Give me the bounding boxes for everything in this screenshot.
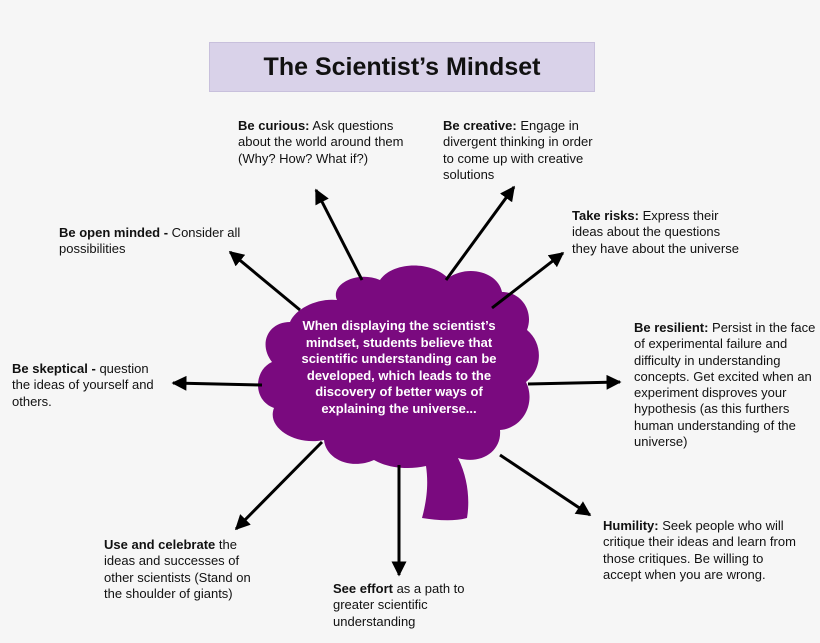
note-open-minded-body: Consider all possibilities [59,225,241,257]
note-humility-body: Seek people who will critique their idea… [603,518,796,582]
note-risks-heading: Take risks: [572,208,639,223]
arrow-risks [491,251,565,310]
page-title: The Scientist’s Mindset [263,52,541,81]
arrow-resilient [527,374,622,390]
arrow-skeptical [171,375,263,391]
note-skeptical-heading: Be skeptical - [12,361,96,376]
note-open-minded-heading: Be open minded - [59,225,169,240]
note-humility-heading: Humility: [603,518,659,533]
note-curious: Be curious: Ask questions about the worl… [238,118,408,167]
note-curious-body: Ask questions about the world around the… [238,118,404,166]
note-celebrate-body: the ideas and successes of other scienti… [104,537,251,601]
note-creative-body: Engage in divergent thinking in order to… [443,118,593,182]
note-celebrate: Use and celebrate the ideas and successe… [104,537,254,602]
note-skeptical-body: question the ideas of yourself and other… [12,361,154,409]
arrow-open-minded [228,250,301,312]
note-risks: Take risks: Express their ideas about th… [572,208,742,257]
note-resilient: Be resilient: Persist in the face of exp… [634,320,816,450]
note-risks-body: Express their ideas about the questions … [572,208,739,256]
note-effort-heading: See effort [333,581,393,596]
arrow-creative [444,185,516,281]
note-curious-heading: Be curious: [238,118,310,133]
arrow-curious [314,188,364,281]
brain-shape [258,265,539,521]
arrows [171,185,622,577]
note-effort-body: as a path to greater scientific understa… [333,581,465,629]
note-effort: See effort as a path to greater scientif… [333,581,483,630]
note-resilient-heading: Be resilient: [634,320,709,335]
note-creative-heading: Be creative: [443,118,517,133]
note-skeptical: Be skeptical - question the ideas of you… [12,361,167,410]
note-humility: Humility: Seek people who will critique … [603,518,798,583]
note-open-minded: Be open minded - Consider all possibilit… [59,225,244,258]
arrow-humility [499,453,592,517]
note-celebrate-heading: Use and celebrate [104,537,216,552]
arrow-celebrate [234,440,324,531]
center-statement: When displaying the scientist’s mindset,… [301,318,497,416]
note-resilient-body: Persist in the face of experimental fail… [634,320,816,450]
title-box: The Scientist’s Mindset [209,42,595,92]
note-creative: Be creative: Engage in divergent thinkin… [443,118,593,183]
